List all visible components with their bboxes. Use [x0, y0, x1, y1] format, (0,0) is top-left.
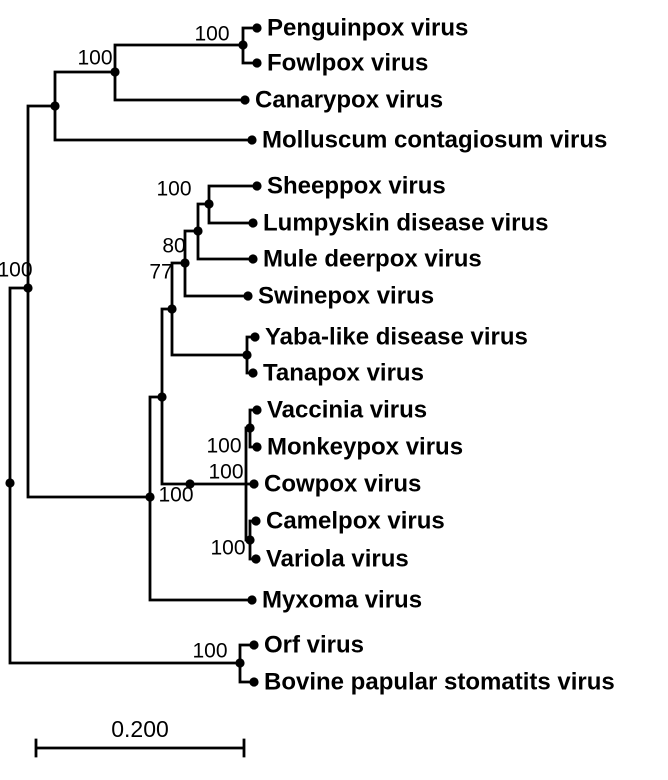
taxon-label-sheeppox: Sheeppox virus [267, 173, 446, 200]
support-core-chordopox: 100 [158, 484, 193, 507]
node-dot-orthopox-stem [185, 479, 195, 489]
tip-dot-tanapox [248, 368, 258, 378]
scale-bar-line [34, 738, 246, 758]
internal-node-dots [5, 40, 255, 668]
support-vaccinia-monkeypox: 100 [206, 435, 241, 458]
taxon-label-cowpox: Cowpox virus [264, 471, 421, 498]
tip-dot-swinepox [243, 291, 253, 301]
taxon-label-yaba-like: Yaba-like disease virus [265, 324, 528, 351]
tip-dot-mule-deerpox [248, 254, 258, 264]
tip-dot-myxoma [247, 595, 257, 605]
taxon-label-vaccinia: Vaccinia virus [267, 397, 427, 424]
taxon-label-monkeypox: Monkeypox virus [267, 434, 463, 461]
support-orthopox-clade: 100 [208, 461, 243, 484]
support-77: 77 [149, 261, 172, 284]
taxon-label-tanapox: Tanapox virus [263, 360, 424, 387]
tree-branches [8, 26, 259, 684]
node-dot-yaba-tanapox [242, 350, 252, 360]
tip-dot-orf [249, 640, 259, 650]
support-left-major-split: 100 [0, 259, 33, 282]
tip-dot-monkeypox [252, 442, 262, 452]
tip-dot-sheeppox [252, 181, 262, 191]
node-dot-vaccinia-monkeypox [245, 423, 255, 433]
node-dot-para-yatapox [167, 304, 177, 314]
tip-dot-lumpyskin [248, 218, 258, 228]
support-penguinpox-fowlpox: 100 [194, 23, 229, 46]
support-avipox-clade: 100 [77, 47, 112, 70]
tip-dot-cowpox [249, 479, 259, 489]
taxon-label-mule-deerpox: Mule deerpox virus [263, 246, 482, 273]
taxon-label-swinepox: Swinepox virus [258, 283, 434, 310]
taxon-label-variola: Variola virus [266, 546, 409, 573]
support-labels: 100 100 100 100 80 77 100 100 100 100 10… [0, 23, 246, 663]
node-dot-sheeppox-lumpyskin [204, 199, 214, 209]
tip-dot-molluscum [247, 135, 257, 145]
tip-dot-fowlpox [252, 58, 262, 68]
node-dot-mid-clade [157, 392, 167, 402]
tip-dot-bovine [249, 677, 259, 687]
support-sheeppox-lumpyskin: 100 [156, 178, 191, 201]
scale-bar: 0.200 [34, 716, 246, 758]
support-orf-bovine: 100 [192, 640, 227, 663]
tip-dot-penguinpox [252, 23, 262, 33]
node-dot-support-80 [193, 226, 203, 236]
tip-dot-variola [251, 554, 261, 564]
tip-dot-canarypox [240, 95, 250, 105]
taxon-label-lumpyskin: Lumpyskin disease virus [263, 210, 548, 237]
taxon-label-bovine: Bovine papular stomatits virus [264, 669, 615, 696]
node-dot-support-77 [180, 258, 190, 268]
taxon-label-canarypox: Canarypox virus [255, 87, 443, 114]
taxon-label-camelpox: Camelpox virus [266, 508, 445, 535]
taxon-label-penguinpox: Penguinpox virus [267, 15, 468, 42]
tip-dot-vaccinia [252, 405, 262, 415]
tip-dots [240, 23, 262, 687]
support-camelpox-variola: 100 [210, 537, 245, 560]
taxon-label-molluscum: Molluscum contagiosum virus [262, 127, 607, 154]
tip-dot-camelpox [251, 516, 261, 526]
taxon-label-orf: Orf virus [264, 632, 364, 659]
node-dot-camelpox-variola [245, 535, 255, 545]
node-dot-left-major-split [23, 283, 33, 293]
scale-bar-label: 0.200 [111, 716, 169, 742]
taxon-labels: Penguinpox virus Fowlpox virus Canarypox… [255, 15, 615, 696]
node-dot-avipox [110, 67, 120, 77]
node-dot-orf-bovine [235, 658, 245, 668]
node-dot-root [5, 478, 15, 488]
taxon-label-myxoma: Myxoma virus [262, 587, 422, 614]
tip-dot-yaba-like [250, 332, 260, 342]
node-dot-avipox-molluscum [50, 101, 60, 111]
node-dot-chordopox [145, 492, 155, 502]
taxon-label-fowlpox: Fowlpox virus [267, 50, 428, 77]
support-80: 80 [162, 235, 185, 258]
node-dot-penguinpox-fowlpox [238, 40, 248, 50]
